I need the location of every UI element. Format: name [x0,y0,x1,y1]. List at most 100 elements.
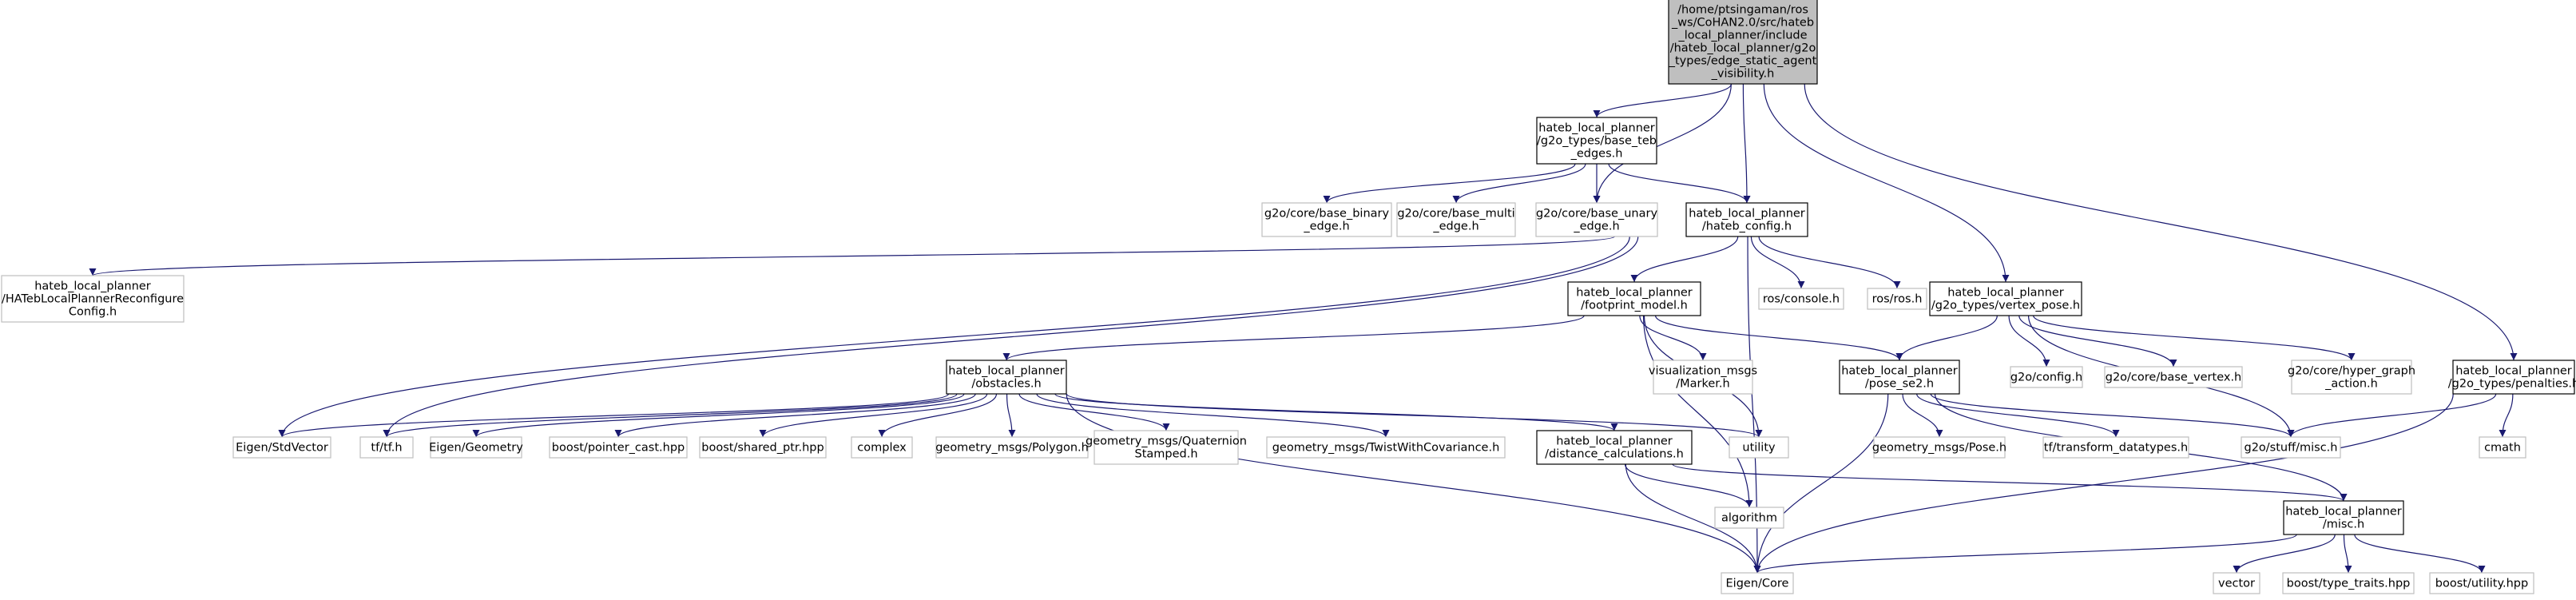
edge-obstacles-to-complex [878,393,998,438]
node-box [1729,436,1789,459]
edge-footprint-to-pose-se2 [1654,315,1903,361]
node-g2o-binary: g2o/core/base_binary_edge.h [1261,202,1392,237]
node-boost-utility: boost/utility.hpp [2429,572,2534,594]
node-geo-twist: geometry_msgs/TwistWithCovariance.h [1266,436,1506,459]
edge-root-to-base-teb [1593,83,1732,118]
node-obstacles[interactable]: hateb_local_planner/obstacles.h [946,360,1067,395]
node-box [1536,430,1693,465]
node-label-line: Eigen/Core [1726,578,1789,590]
node-label-line: _ws/CoHAN2.0/src/hateb [1671,17,1814,30]
node-label-line: _edges.h [1570,148,1623,161]
node-dist-calc[interactable]: hateb_local_planner/distance_calculation… [1536,430,1693,465]
edge-obstacles-to-utility [1066,393,1763,438]
node-box [1714,507,1784,529]
edge-pose-se2-to-eigen-core [1753,393,1889,574]
node-label-line: g2o/config.h [2010,372,2082,384]
edge-obstacles-to-boost-shared-ptr [759,393,988,438]
edge-obstacles-to-geo-polygon [1006,393,1016,438]
edge-pose-se2-to-geo-pose [1902,393,1943,438]
node-label-line: /distance_calculations.h [1545,448,1684,461]
node-box [359,436,414,459]
node-pose-se2[interactable]: hateb_local_planner/pose_se2.h [1839,360,1960,395]
node-label-line: hateb_local_planner [1538,122,1655,135]
node-misc[interactable]: hateb_local_planner/misc.h [2283,500,2404,535]
node-box [1535,202,1658,237]
node-label-line: /g2o_types/penalties.h [2448,378,2576,391]
node-box [1261,202,1392,237]
node-label-line: _local_planner/include [1677,30,1807,42]
node-box [430,436,522,459]
node-cmath: cmath [2479,436,2526,459]
edge-root-to-g2o-unary [1593,83,1732,204]
node-box [1,275,185,323]
node-box [2042,436,2189,459]
edge-base-teb-to-g2o-binary [1323,163,1576,204]
node-box [232,436,331,459]
node-base-teb[interactable]: hateb_local_planner/g2o_types/base_teb_e… [1536,117,1657,165]
node-box [1094,430,1239,465]
edge-obstacles-to-eigen-stdvector [278,393,950,438]
node-label-line: ros/ros.h [1872,293,1923,306]
node-footprint[interactable]: hateb_local_planner/footprint_model.h [1567,281,1701,316]
node-root[interactable]: /home/ptsingaman/ros_ws/CoHAN2.0/src/hat… [1668,0,1818,85]
node-label-line: hateb_local_planner [1947,287,2064,300]
edge-vertex-pose-to-g2o-hyper [2033,315,2356,361]
node-label-line: _action.h [2324,378,2378,391]
node-g2o-config: g2o/config.h [2010,366,2083,388]
node-label-line: hateb_local_planner [1576,287,1693,300]
edge-root-to-penalties [1804,83,2518,361]
node-label-line: hateb_local_planner [2455,365,2572,378]
node-box [946,360,1067,395]
node-tf-transform: tf/transform_datatypes.h [2042,436,2189,459]
node-vertex-pose[interactable]: hateb_local_planner/g2o_types/vertex_pos… [1929,281,2082,316]
edge-penalties-to-g2o-misc [2287,393,2497,438]
node-box [1873,436,2006,459]
node-eigen-geometry: Eigen/Geometry [429,436,523,459]
node-hateb-config[interactable]: hateb_local_planner/hateb_config.h [1685,202,1808,237]
edge-pose-se2-to-g2o-misc [1930,393,2295,438]
node-box [2241,436,2341,459]
edge-misc-to-eigen-core [1753,534,2297,574]
node-penalties[interactable]: hateb_local_planner/g2o_types/penalties.… [2448,360,2576,395]
node-box [2429,572,2534,594]
node-box [1266,436,1506,459]
node-box [851,436,913,459]
node-box [2282,572,2415,594]
edge-misc-to-boost-utility [2354,534,2486,574]
node-box [2213,572,2260,594]
node-hateb-reconf: hateb_local_planner/HATebLocalPlannerRec… [1,275,185,323]
node-geo-pose: geometry_msgs/Pose.h [1872,436,2006,459]
node-label-line: hateb_local_planner [34,280,151,293]
node-label-line: Eigen/Geometry [429,442,523,455]
edge-pose-se2-to-tf-transform [1916,393,2120,438]
edge-footprint-to-algorithm [1642,315,1753,508]
node-vector: vector [2213,572,2260,594]
node-label-line: _edge.h [1573,221,1619,233]
node-label-line: _visibility.h [1711,68,1775,81]
edge-hateb-config-to-ros-console [1750,236,1805,289]
node-label-line: /hateb_config.h [1702,221,1792,233]
node-box [699,436,827,459]
node-box [2452,360,2575,395]
node-boost-pointer-cast: boost/pointer_cast.hpp [549,436,688,459]
node-box [549,436,688,459]
node-label-line: geometry_msgs/Quaternion [1086,435,1247,448]
edge-root-to-vertex-pose [1763,83,2010,283]
node-box [1721,572,1794,594]
edge-hateb-config-to-tf-tf [383,236,1639,438]
node-label-line: boost/pointer_cast.hpp [552,442,685,455]
node-label-line: /Marker.h [1676,378,1729,391]
edge-penalties-to-cmath [2499,393,2514,438]
node-label-line: /obstacles.h [971,378,1041,391]
node-boost-type-traits: boost/type_traits.hpp [2282,572,2415,594]
node-g2o-base-vertex: g2o/core/base_vertex.h [2104,366,2243,388]
node-ros-console: ros/console.h [1758,288,1844,310]
edge-misc-to-vector [2233,534,2336,574]
node-label-line: g2o/core/base_unary [1536,208,1658,221]
edge-dist-calc-to-eigen-core [1625,463,1761,574]
node-label-line: tf/tf.h [371,442,402,455]
edge-dist-calc-to-algorithm [1624,463,1753,508]
node-label-line: g2o/core/base_binary [1264,208,1390,221]
node-g2o-misc: g2o/stuff/misc.h [2241,436,2341,459]
